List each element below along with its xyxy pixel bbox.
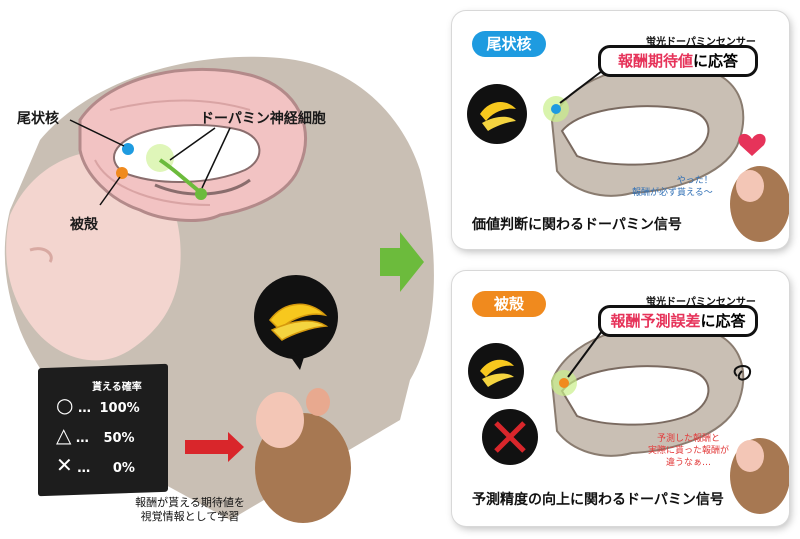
callout-top-post: に応答 [693,52,739,70]
red-arrow [185,432,244,462]
speech-bottom-line1: 予測した報酬と [657,434,721,444]
sensor-tag-top: 蛍光ドーパミンセンサー [646,37,756,48]
heart-icon [738,133,766,156]
board-row-value: 100% [99,401,140,416]
caption-bottom: 予測精度の向上に関わるドーパミン信号 [472,492,724,508]
callout-bottom: 報酬予測誤差に応答 [598,305,758,337]
caption-top: 価値判断に関わるドーパミン信号 [472,217,682,233]
small-monkey-face [256,392,304,448]
board-row-dots: … [75,431,89,446]
circle-symbol: ○ [56,393,74,417]
callout-top-highlight: 報酬期待値 [617,52,693,70]
board-title: 貰える確率 [92,382,142,393]
board-row-cross: ✕ … 0% [56,453,135,477]
triangle-symbol: △ [56,423,72,447]
label-dopamine-neuron: ドーパミン神経細胞 [200,111,326,127]
speech-bottom-line2: 実際に貰った報酬が [648,446,730,456]
callout-bottom-post: に応答 [700,312,746,330]
learning-caption-line2: 視覚情報として学習 [140,510,240,523]
board-row-triangle: △ … 50% [56,423,135,447]
putamen-marker [116,167,128,179]
learning-caption-line1: 報酬が貰える期待値を [135,496,245,509]
caudate-sensor-dot [551,104,561,114]
panel-caudate: 尾状核 蛍光ドーパミンセンサー 報酬期待値に応答 やった！ 報酬が必ず貰える〜 … [452,11,789,249]
putamen-sensor-dot [559,378,569,388]
learning-caption: 報酬が貰える期待値を 視覚情報として学習 [105,496,275,524]
monkey-speech-top: やった！ 報酬が必ず貰える〜 [632,175,713,199]
scribble-icon [733,365,752,381]
speech-top-line2: 報酬が必ず貰える〜 [632,188,713,198]
sensor-tag-bottom: 蛍光ドーパミンセンサー [646,297,756,308]
cross-icon [494,421,526,453]
board-row-value: 0% [112,461,135,476]
callout-top: 報酬期待値に応答 [598,45,758,77]
callout-bottom-highlight: 報酬予測誤差 [610,312,701,330]
board-row-circle: ○ … 100% [56,393,140,417]
region-pill-caudate: 尾状核 [472,31,546,57]
banana-bubble-bottom [468,343,524,399]
region-pill-putamen: 被殻 [472,291,546,317]
board-row-dots: … [77,461,91,476]
board-row-dots: … [77,401,91,416]
monkey-speech-bottom: 予測した報酬と 実際に貰った報酬が 違うなぁ… [648,433,729,469]
label-caudate: 尾状核 [17,111,59,127]
board-row-value: 50% [103,431,135,446]
label-putamen: 被殻 [70,217,98,233]
dopamine-neuron-body [195,188,207,200]
cross-symbol: ✕ [56,453,73,477]
panel-caudate-illustration [467,63,789,242]
dopamine-neuron-axon [158,158,202,194]
green-arrow [380,232,424,292]
speech-bottom-line3: 違うなぁ… [666,458,712,468]
caudate-marker [122,143,134,155]
banana-bubble-top [467,84,527,144]
panel-putamen: 被殻 蛍光ドーパミンセンサー 報酬予測誤差に応答 予測した報酬と 実際に貰った報… [452,271,789,526]
speech-top-line1: やった！ [676,176,713,186]
panel-putamen-illustration [468,323,789,514]
